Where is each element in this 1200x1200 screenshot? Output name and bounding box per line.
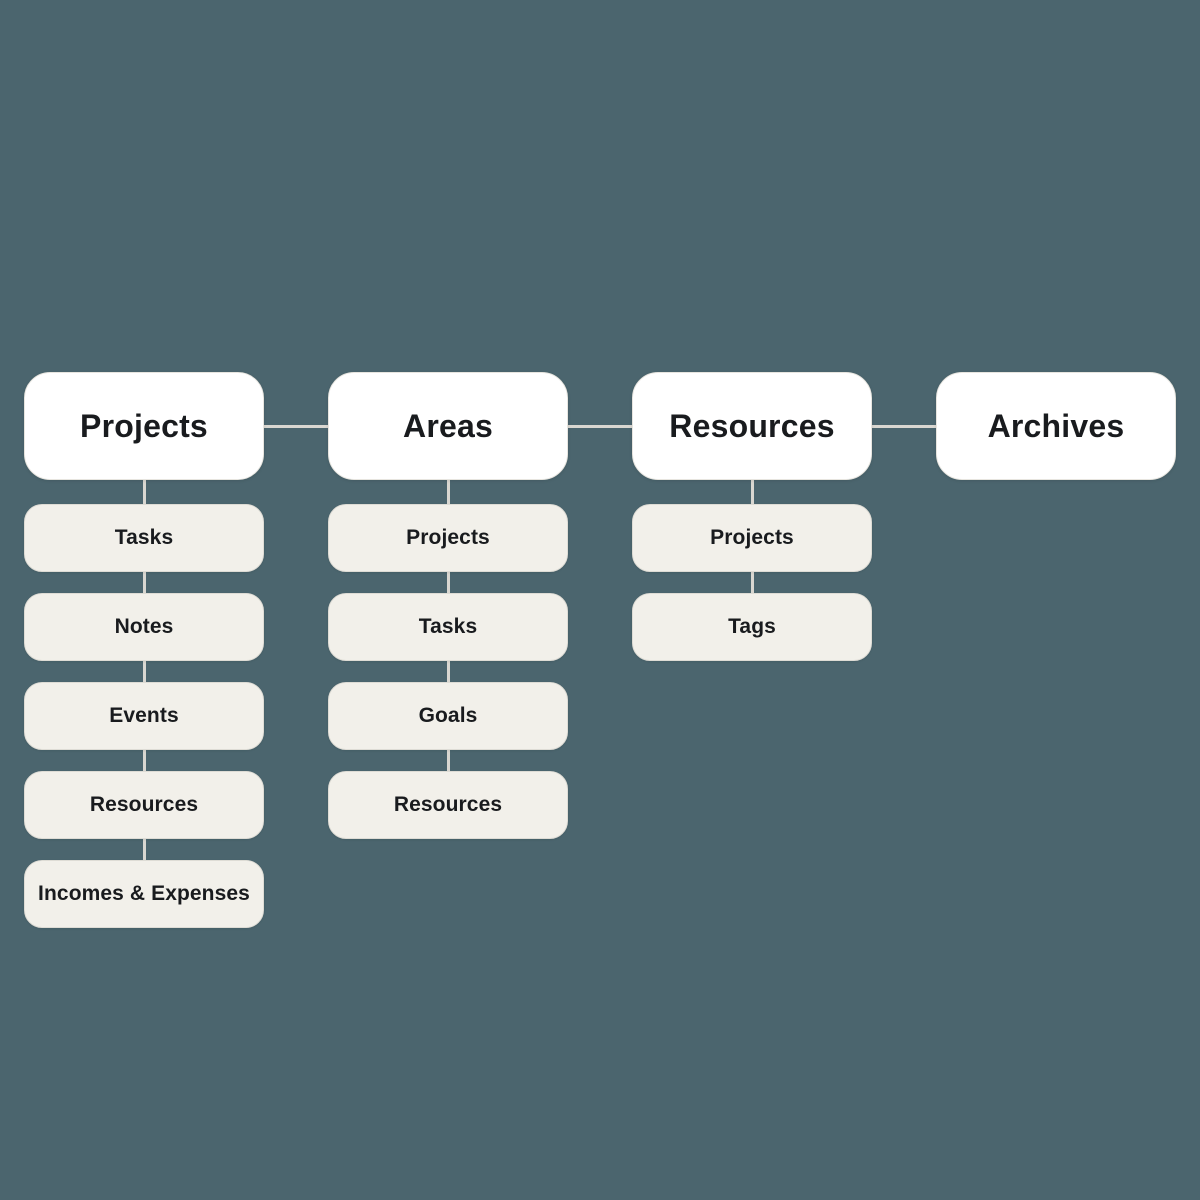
sub-node-projects-tasks: Tasks	[24, 504, 264, 572]
sub-node-areas-goals: Goals	[328, 682, 568, 750]
sub-node-areas-resources: Resources	[328, 771, 568, 839]
sub-node-resources-projects: Projects	[632, 504, 872, 572]
main-node-resources: Resources	[632, 372, 872, 480]
sub-node-projects-incomes-expenses: Incomes & Expenses	[24, 860, 264, 928]
sub-node-resources-tags: Tags	[632, 593, 872, 661]
main-node-archives: Archives	[936, 372, 1176, 480]
sub-node-projects-notes: Notes	[24, 593, 264, 661]
sub-node-projects-resources: Resources	[24, 771, 264, 839]
column-resources: Resources Projects Tags	[632, 372, 872, 661]
sub-node-projects-events: Events	[24, 682, 264, 750]
column-projects: Projects Tasks Notes Events Resources In…	[24, 372, 264, 928]
main-node-projects: Projects	[24, 372, 264, 480]
column-archives: Archives	[936, 372, 1176, 483]
connector-main-row	[144, 425, 1056, 428]
sub-node-areas-projects: Projects	[328, 504, 568, 572]
column-areas: Areas Projects Tasks Goals Resources	[328, 372, 568, 839]
main-node-areas: Areas	[328, 372, 568, 480]
sub-node-areas-tasks: Tasks	[328, 593, 568, 661]
